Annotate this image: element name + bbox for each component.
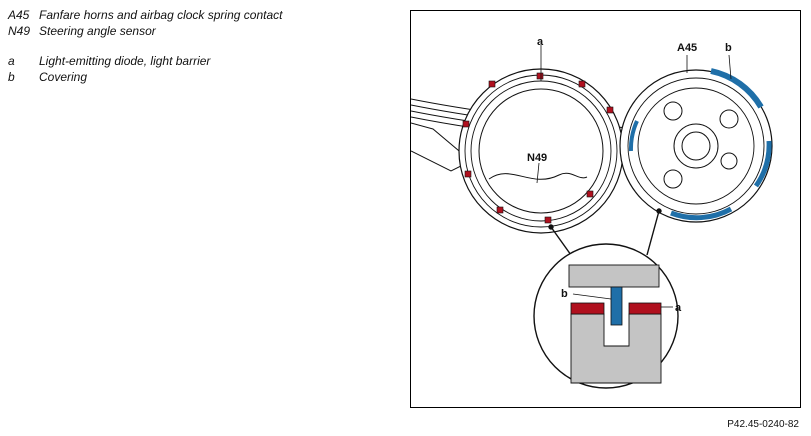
figure-id: P42.45-0240-82 [727,419,799,430]
legend-text: Steering angle sensor [39,23,156,38]
detail-diode-right [628,302,662,315]
diode-marker [462,120,470,128]
legend-spacer [8,39,282,54]
legend-text: Covering [39,69,88,84]
legend-item-b: b Covering [8,70,282,86]
diode-marker [586,190,594,198]
covering-segment [710,68,764,109]
diode-marker [544,216,552,224]
callout-n49: N49 [527,152,547,164]
covering-segment [670,206,733,221]
steering-angle-sensor [458,45,624,234]
diode-marker [496,206,504,214]
clock-spring-contact [619,54,773,223]
detail-covering [610,286,623,326]
callout-a-top: a [537,36,544,48]
callout-b-top: b [725,42,732,54]
legend-key: b [8,69,15,84]
legend-list: A45 Fanfare horns and airbag clock sprin… [8,8,282,85]
diode-marker [606,106,614,114]
legend-text: Light-emitting diode, light barrier [39,54,211,68]
diode-marker [578,80,586,88]
detail-housing-top [568,264,660,288]
diode-marker [536,72,544,80]
callout-a-detail: a [675,302,682,314]
illustration-svg: a A45 b N49 b a [411,36,773,389]
legend-item-n49: N49 Steering angle sensor [8,24,282,40]
detail-diode-left [570,302,605,315]
technical-illustration: a A45 b N49 b a [410,10,801,408]
diode-marker [464,170,472,178]
covering-segment [628,120,639,152]
legend-key: A45 [8,8,30,22]
legend-text: Fanfare horns and airbag clock spring co… [39,8,283,22]
diode-marker [488,80,496,88]
legend-item-a45: A45 Fanfare horns and airbag clock sprin… [8,8,282,24]
legend-key: a [8,54,15,68]
covering-segment [753,140,772,188]
callout-a45: A45 [677,42,697,54]
legend-item-a: a Light-emitting diode, light barrier [8,54,282,70]
legend-key: N49 [8,23,31,38]
detail-pointers [548,208,662,256]
light-barrier-detail [533,243,679,389]
callout-b-detail: b [561,288,568,300]
